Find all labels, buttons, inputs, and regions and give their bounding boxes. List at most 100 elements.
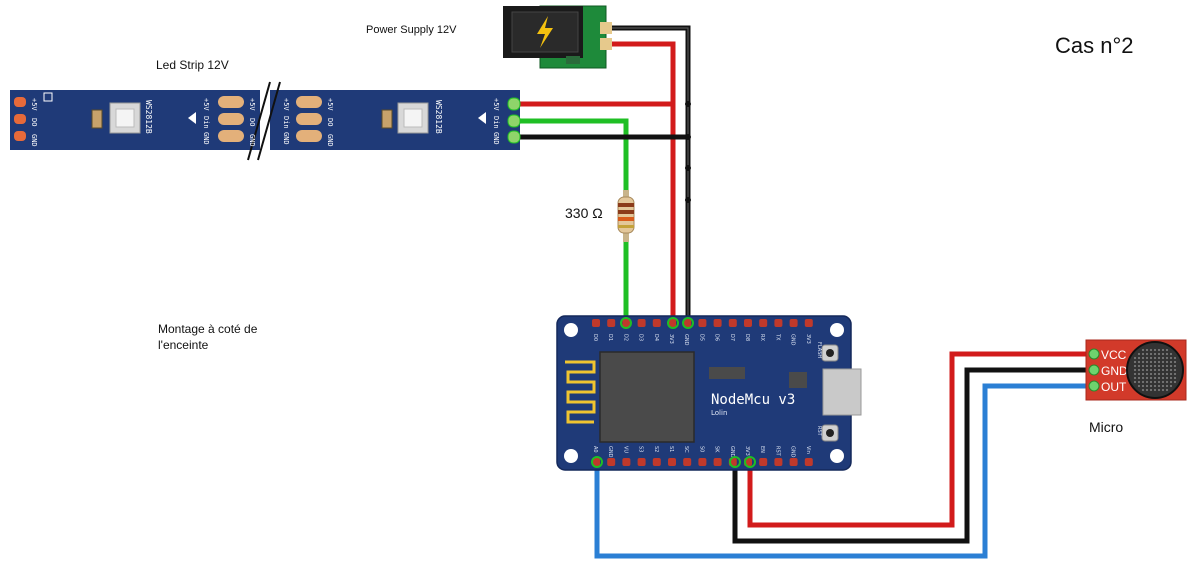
mesh-dot xyxy=(1169,352,1173,356)
strip-pin-label: +5V xyxy=(30,98,38,111)
mesh-dot xyxy=(1141,380,1145,384)
mesh-dot xyxy=(1133,360,1137,364)
mesh-dot xyxy=(1153,368,1157,372)
arrow-icon xyxy=(478,112,486,124)
mesh-dot xyxy=(1165,360,1169,364)
mesh-dot xyxy=(1149,364,1153,368)
mesh-dot xyxy=(1161,388,1165,392)
strip-pin-label: Din xyxy=(202,116,210,129)
pin-label: D1 xyxy=(607,334,613,341)
wire-psu-gnd xyxy=(605,25,691,322)
mesh-dot xyxy=(1169,384,1173,388)
led-chip-label: WS2812B xyxy=(434,100,443,134)
mesh-dot xyxy=(1141,352,1145,356)
mesh-dot xyxy=(1165,384,1169,388)
mesh-dot xyxy=(1153,360,1157,364)
mesh-dot xyxy=(1137,364,1141,368)
pin-header xyxy=(728,319,737,327)
mesh-dot xyxy=(1165,364,1169,368)
mesh-dot xyxy=(1165,356,1169,360)
mesh-dot xyxy=(1145,352,1149,356)
connected-pin-marker xyxy=(667,317,679,329)
antenna-trace xyxy=(565,360,596,424)
mesh-dot xyxy=(1169,372,1173,376)
mesh-dot xyxy=(1153,384,1157,388)
mesh-dot xyxy=(1133,368,1137,372)
rst-label: RST xyxy=(816,426,822,437)
wire-psu-gnd-highlight xyxy=(605,27,689,322)
mesh-dot xyxy=(1161,348,1165,352)
arrow-icon xyxy=(188,112,196,124)
mesh-dot xyxy=(1153,376,1157,380)
strip-pin-label: GND xyxy=(282,132,290,145)
pin-header xyxy=(607,458,616,466)
pin-header xyxy=(637,319,646,327)
strip-pin-label: +5V xyxy=(202,98,210,111)
wire-junction xyxy=(685,134,691,140)
wire-junction xyxy=(685,101,691,107)
wire-psu-vcc xyxy=(605,41,676,322)
mesh-dot xyxy=(1149,368,1153,372)
pin-label: D7 xyxy=(729,334,735,341)
mesh-dot xyxy=(1141,368,1145,372)
mic-mesh xyxy=(1133,348,1177,392)
mesh-dot xyxy=(1149,380,1153,384)
strip-pin-label: GND xyxy=(202,132,210,145)
pin-header xyxy=(652,319,661,327)
mesh-dot xyxy=(1145,376,1149,380)
mesh-dot xyxy=(1145,372,1149,376)
mesh-dot xyxy=(1149,356,1153,360)
mesh-dot xyxy=(1161,364,1165,368)
strip-pin-label: +5V xyxy=(282,98,290,111)
pin-header xyxy=(744,319,752,327)
strip-pin-label: Din xyxy=(492,116,500,129)
mesh-dot xyxy=(1149,360,1153,364)
mesh-dot xyxy=(1169,360,1173,364)
mesh-dot xyxy=(1161,372,1165,376)
mesh-dot xyxy=(1165,352,1169,356)
wire-junction xyxy=(685,165,691,171)
connected-pin-marker xyxy=(729,456,741,468)
nodemcu-subtitle: Lolin xyxy=(711,409,727,417)
pin-label: GND xyxy=(607,446,613,458)
mesh-dot xyxy=(1153,348,1157,352)
mesh-dot xyxy=(1137,356,1141,360)
mesh-dot xyxy=(1149,384,1153,388)
pin-label: RX xyxy=(759,334,765,341)
pin-label: D0 xyxy=(592,334,598,341)
mesh-dot xyxy=(1137,352,1141,356)
mesh-dot xyxy=(1141,372,1145,376)
wires xyxy=(515,25,1094,559)
pin-label: 3V3 xyxy=(668,334,674,344)
mesh-dot xyxy=(1161,376,1165,380)
mesh-dot xyxy=(1149,388,1153,392)
mesh-dot xyxy=(1153,356,1157,360)
mesh-dot xyxy=(1157,368,1161,372)
mesh-dot xyxy=(1137,380,1141,384)
mesh-dot xyxy=(1161,368,1165,372)
mesh-dot xyxy=(1149,348,1153,352)
pin-header xyxy=(683,458,692,466)
mesh-dot xyxy=(1161,352,1165,356)
pin-label: D2 xyxy=(622,334,628,341)
mesh-dot xyxy=(1157,352,1161,356)
pin-label: D4 xyxy=(653,334,659,341)
pin-header xyxy=(713,319,722,327)
pin-header xyxy=(698,319,707,327)
mesh-dot xyxy=(1157,348,1161,352)
mesh-dot xyxy=(1173,356,1177,360)
mesh-dot xyxy=(1173,380,1177,384)
mesh-dot xyxy=(1141,356,1145,360)
mic-pin-gnd: GND xyxy=(1101,364,1128,378)
resistor-label: 330 Ω xyxy=(565,205,603,221)
mesh-dot xyxy=(1133,376,1137,380)
mesh-dot xyxy=(1161,356,1165,360)
pin-label: D8 xyxy=(744,334,750,341)
strip-pin-label: +5V xyxy=(492,98,500,111)
mesh-dot xyxy=(1157,384,1161,388)
mesh-dot xyxy=(1157,372,1161,376)
mesh-dot xyxy=(1165,368,1169,372)
lightning-icon xyxy=(537,16,553,48)
